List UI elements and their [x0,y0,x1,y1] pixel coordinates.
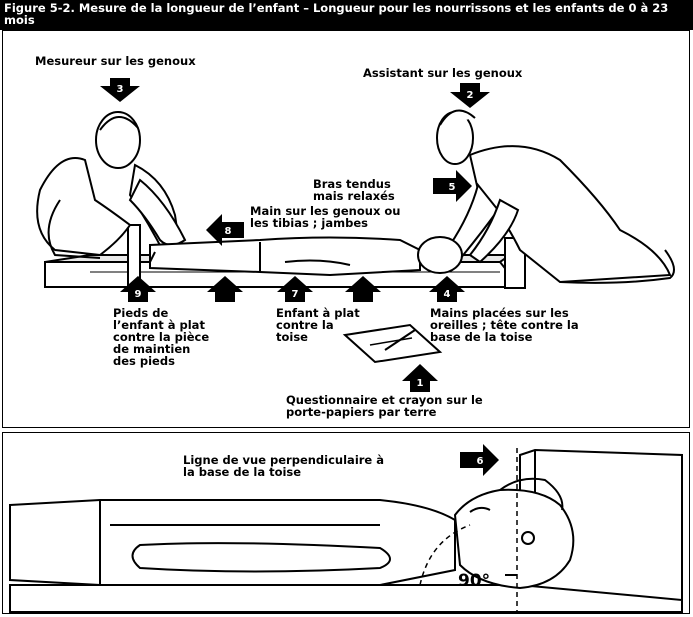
angle-label: 90° [458,571,490,591]
child-body-closeup [10,500,455,585]
label-line-of-sight: Ligne de vue perpendiculaire à la base d… [183,454,384,478]
svg-text:6: 6 [477,456,484,467]
arrow-6: 6 [460,444,499,476]
